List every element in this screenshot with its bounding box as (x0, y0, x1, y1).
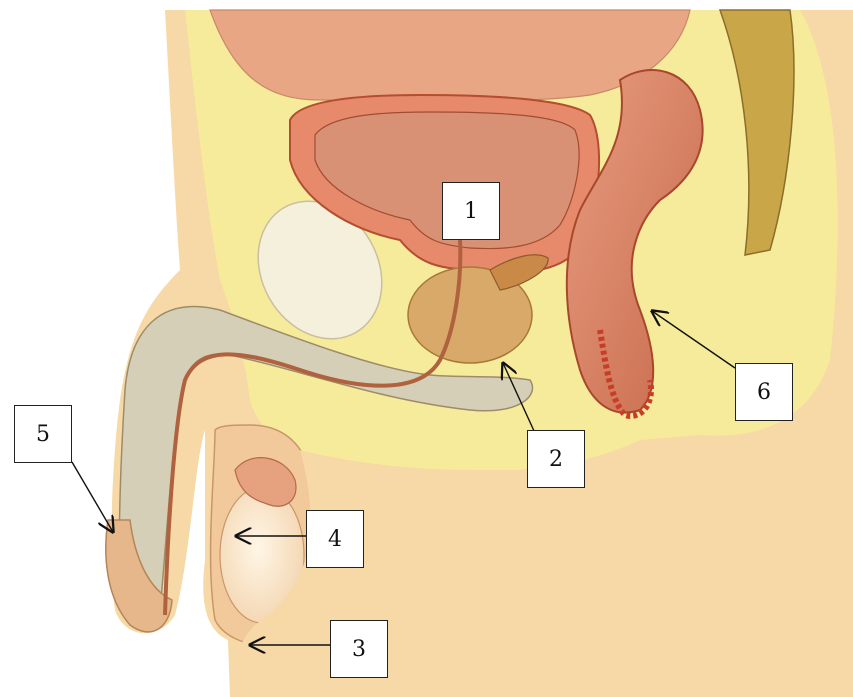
label-5: 5 (14, 405, 72, 463)
label-3: 3 (330, 620, 388, 678)
label-1: 1 (442, 182, 500, 240)
abdominal-cavity (210, 10, 690, 101)
label-4: 4 (306, 510, 364, 568)
label-1-text: 1 (464, 199, 478, 224)
label-6-text: 6 (757, 380, 771, 405)
label-3-text: 3 (352, 637, 366, 662)
label-2-text: 2 (549, 447, 563, 472)
label-4-text: 4 (328, 527, 342, 552)
arrow-5 (72, 462, 113, 532)
label-2: 2 (527, 430, 585, 488)
label-5-text: 5 (36, 422, 50, 447)
label-6: 6 (735, 363, 793, 421)
